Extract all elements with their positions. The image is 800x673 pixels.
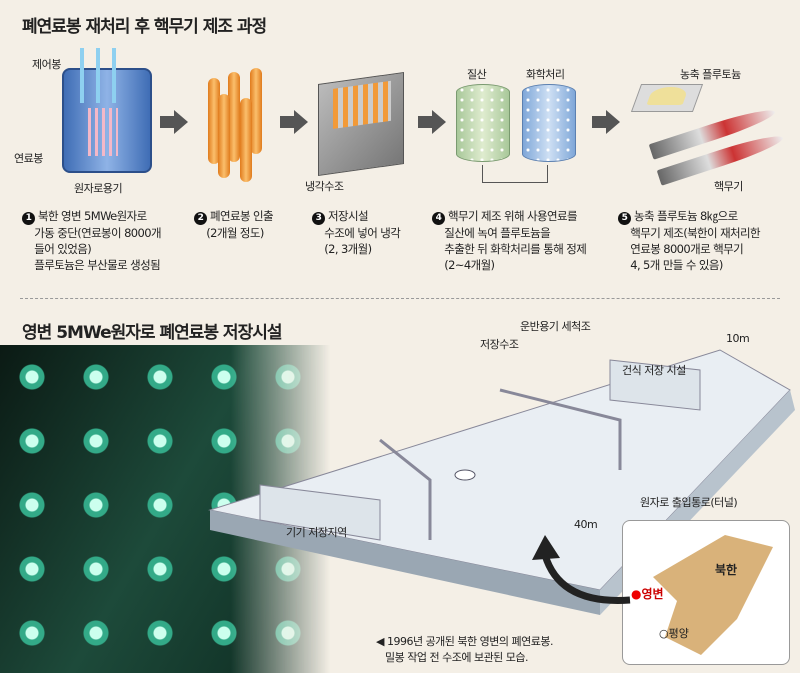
control-rod-icon xyxy=(112,48,116,103)
fuel-rod-label: 연료봉 xyxy=(14,152,43,165)
arrow-icon xyxy=(418,110,446,134)
length-label: 40m xyxy=(574,518,598,531)
arrow-icon xyxy=(280,110,308,134)
control-rod-label: 제어봉 xyxy=(32,58,61,71)
curved-arrow-icon xyxy=(532,535,631,604)
arrow-icon xyxy=(592,110,620,134)
chemical-label: 화학처리 xyxy=(526,68,565,81)
storage-pool-label: 저장수조 xyxy=(480,338,519,351)
control-rod-icon xyxy=(80,48,84,103)
nitric-acid-label: 질산 xyxy=(467,68,487,81)
cask-wash-label: 운반용기 세척조 xyxy=(520,320,591,333)
cooling-pool-illustration xyxy=(318,71,404,177)
plutonium-icon xyxy=(630,84,704,112)
map-pyongyang: ○평양 xyxy=(659,627,689,640)
arrow-icon xyxy=(160,110,188,134)
map-country-label: 북한 xyxy=(715,563,738,577)
nitric-acid-tank xyxy=(456,84,510,162)
map-yongbyon: ●영변 xyxy=(631,587,664,601)
connector-line xyxy=(482,165,548,183)
divider xyxy=(20,298,780,299)
dry-storage-label: 건식 저장 시설 xyxy=(622,364,686,377)
width-label: 10m xyxy=(726,332,750,345)
photo-caption: ◀ 1996년 공개된 북한 영변의 폐연료봉. 밀봉 작업 전 수조에 보관된… xyxy=(376,635,554,664)
chemical-tank xyxy=(522,84,576,162)
weapon-label: 핵무기 xyxy=(714,180,743,193)
reactor-label: 원자로용기 xyxy=(74,182,123,195)
spent-fuel-rods-illustration xyxy=(200,64,270,184)
plutonium-label: 농축 플루토늄 xyxy=(680,68,741,81)
fuel-rods-icon xyxy=(88,108,118,156)
top-title: 폐연료봉 재처리 후 핵무기 제조 과정 xyxy=(22,17,267,37)
cooling-pool-label: 냉각수조 xyxy=(305,180,344,193)
tunnel-label: 원자로 출입통로(터널) xyxy=(640,496,738,509)
map-inset: 북한 ●영변 ○평양 xyxy=(622,520,790,665)
control-rod-icon xyxy=(96,48,100,103)
equipment-label: 기기 저장지역 xyxy=(286,526,347,539)
bottom-title: 영변 5MWe원자로 폐연료봉 저장시설 xyxy=(22,323,282,343)
